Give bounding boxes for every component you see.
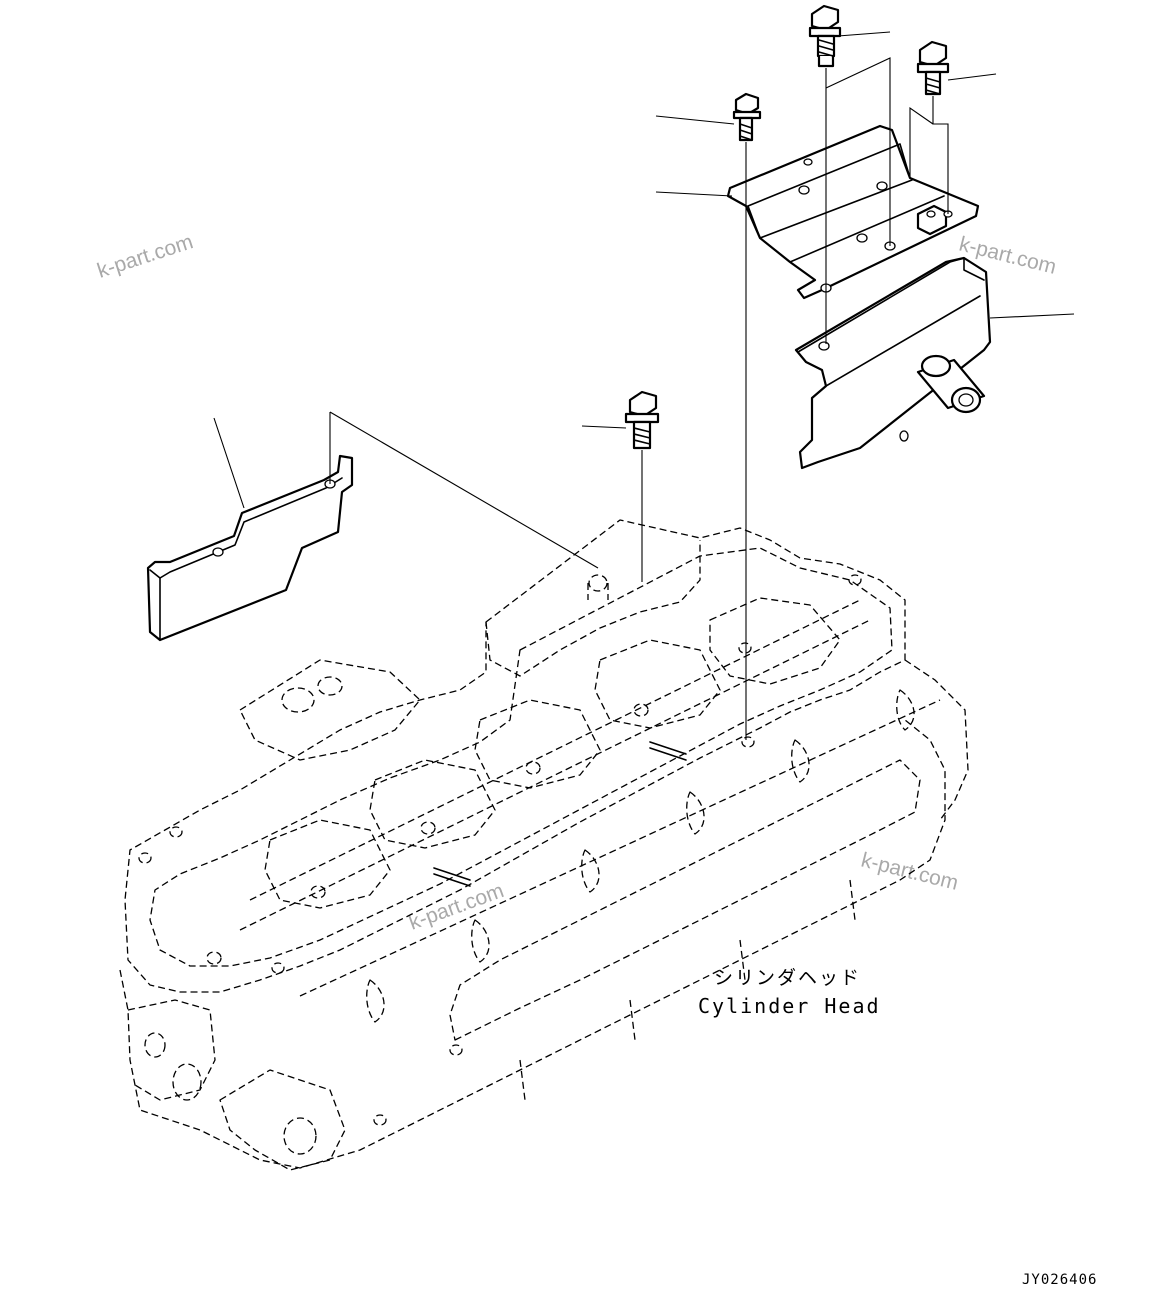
cylinder-head-outline — [119, 519, 969, 1171]
watermark: k-part.com — [94, 230, 195, 283]
cylinder-head-label-en: Cylinder Head — [698, 994, 881, 1018]
assembly-lines — [329, 57, 949, 740]
bolt-middle — [732, 92, 762, 142]
drawing-code: JY026406 — [1022, 1272, 1097, 1288]
bolt-left — [624, 390, 660, 450]
lower-bracket — [794, 256, 992, 470]
callout-leaders — [213, 31, 1075, 509]
left-cover-plate — [146, 454, 354, 642]
bolt-top-center — [808, 4, 842, 68]
watermark: k-part.com — [859, 849, 961, 895]
bolt-top-right — [916, 40, 950, 96]
cylinder-head-label-jp: シリンダヘッド — [714, 967, 861, 989]
upper-bracket — [726, 124, 980, 300]
